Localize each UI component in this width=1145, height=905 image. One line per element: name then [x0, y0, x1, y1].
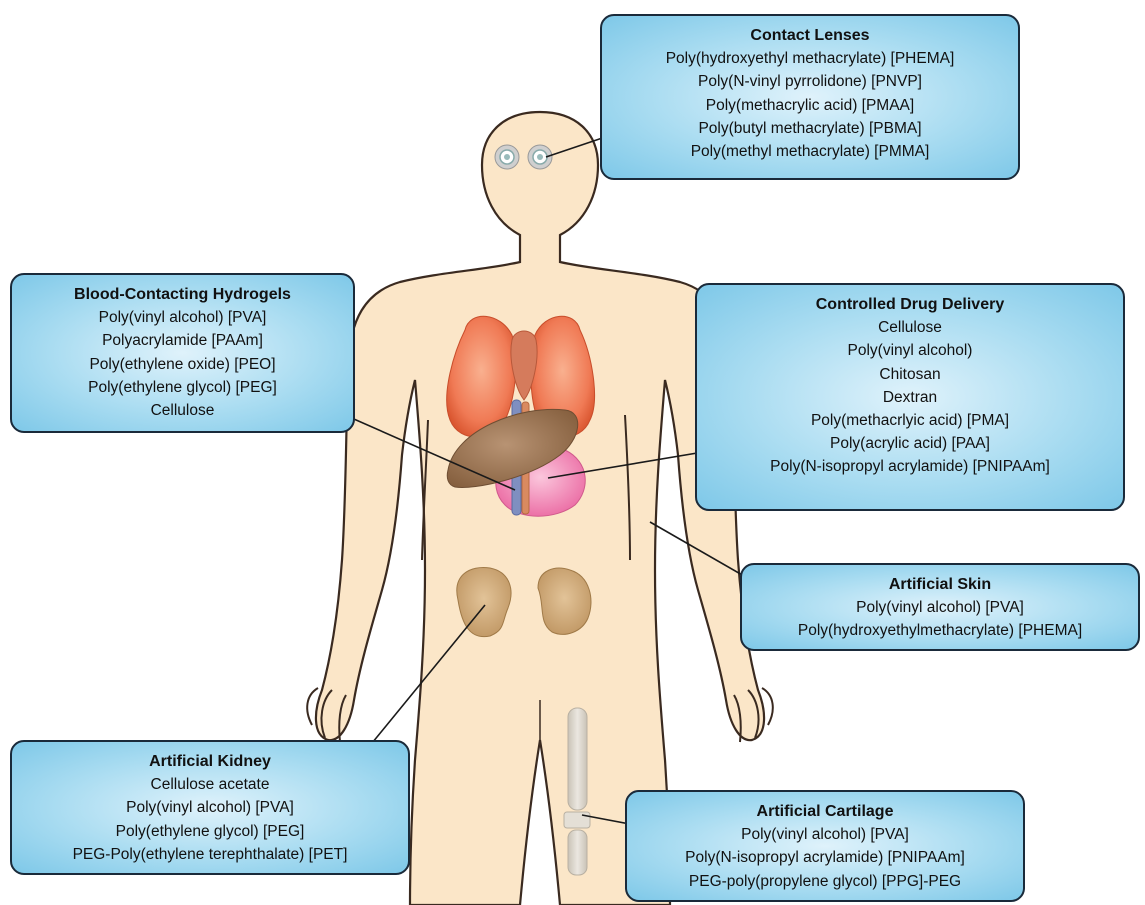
- blood-contacting-hydrogels-item: Cellulose: [12, 399, 353, 422]
- artificial-cartilage-item: PEG-poly(propylene glycol) [PPG]-PEG: [627, 870, 1023, 893]
- controlled-drug-delivery-item: Poly(vinyl alcohol): [697, 339, 1123, 362]
- artificial-skin-title: Artificial Skin: [742, 573, 1138, 596]
- controlled-drug-delivery-box: Controlled Drug Delivery Cellulose Poly(…: [695, 283, 1125, 511]
- artificial-kidney-item: Cellulose acetate: [12, 773, 408, 796]
- left-eye-lens: [495, 145, 519, 169]
- contact-lenses-item: Poly(butyl methacrylate) [PBMA]: [602, 117, 1018, 140]
- controlled-drug-delivery-item: Cellulose: [697, 316, 1123, 339]
- contact-lenses-item: Poly(hydroxyethyl methacrylate) [PHEMA]: [602, 47, 1018, 70]
- blood-contacting-hydrogels-title: Blood-Contacting Hydrogels: [12, 283, 353, 306]
- artificial-kidney-item: Poly(vinyl alcohol) [PVA]: [12, 796, 408, 819]
- blood-contacting-hydrogels-item: Poly(ethylene glycol) [PEG]: [12, 376, 353, 399]
- blood-contacting-hydrogels-item: Polyacrylamide [PAAm]: [12, 329, 353, 352]
- artificial-cartilage-item: Poly(N-isopropyl acrylamide) [PNIPAAm]: [627, 846, 1023, 869]
- controlled-drug-delivery-item: Chitosan: [697, 363, 1123, 386]
- contact-lenses-item: Poly(methacrylic acid) [PMAA]: [602, 94, 1018, 117]
- artificial-kidney-title: Artificial Kidney: [12, 750, 408, 773]
- artificial-kidney-item: PEG-Poly(ethylene terephthalate) [PET]: [12, 843, 408, 866]
- blood-contacting-hydrogels-item: Poly(ethylene oxide) [PEO]: [12, 353, 353, 376]
- artificial-skin-item: Poly(vinyl alcohol) [PVA]: [742, 596, 1138, 619]
- controlled-drug-delivery-item: Poly(methacrlyic acid) [PMA]: [697, 409, 1123, 432]
- contact-lenses-item: Poly(N-vinyl pyrrolidone) [PNVP]: [602, 70, 1018, 93]
- artificial-cartilage-title: Artificial Cartilage: [627, 800, 1023, 823]
- artificial-skin-box: Artificial Skin Poly(vinyl alcohol) [PVA…: [740, 563, 1140, 651]
- artificial-kidney-box: Artificial Kidney Cellulose acetate Poly…: [10, 740, 410, 875]
- artificial-skin-item: Poly(hydroxyethylmethacrylate) [PHEMA]: [742, 619, 1138, 642]
- controlled-drug-delivery-item: Poly(N-isopropyl acrylamide) [PNIPAAm]: [697, 455, 1123, 478]
- artificial-kidney-item: Poly(ethylene glycol) [PEG]: [12, 820, 408, 843]
- contact-lenses-box: Contact Lenses Poly(hydroxyethyl methacr…: [600, 14, 1020, 180]
- controlled-drug-delivery-item: Poly(acrylic acid) [PAA]: [697, 432, 1123, 455]
- artificial-cartilage-box: Artificial Cartilage Poly(vinyl alcohol)…: [625, 790, 1025, 902]
- controlled-drug-delivery-item: Dextran: [697, 386, 1123, 409]
- contact-lenses-item: Poly(methyl methacrylate) [PMMA]: [602, 140, 1018, 163]
- contact-lenses-title: Contact Lenses: [602, 24, 1018, 47]
- blood-contacting-hydrogels-box: Blood-Contacting Hydrogels Poly(vinyl al…: [10, 273, 355, 433]
- blood-contacting-hydrogels-item: Poly(vinyl alcohol) [PVA]: [12, 306, 353, 329]
- controlled-drug-delivery-title: Controlled Drug Delivery: [697, 293, 1123, 316]
- knee-cartilage: [564, 708, 590, 875]
- right-kidney: [538, 568, 591, 634]
- artificial-cartilage-item: Poly(vinyl alcohol) [PVA]: [627, 823, 1023, 846]
